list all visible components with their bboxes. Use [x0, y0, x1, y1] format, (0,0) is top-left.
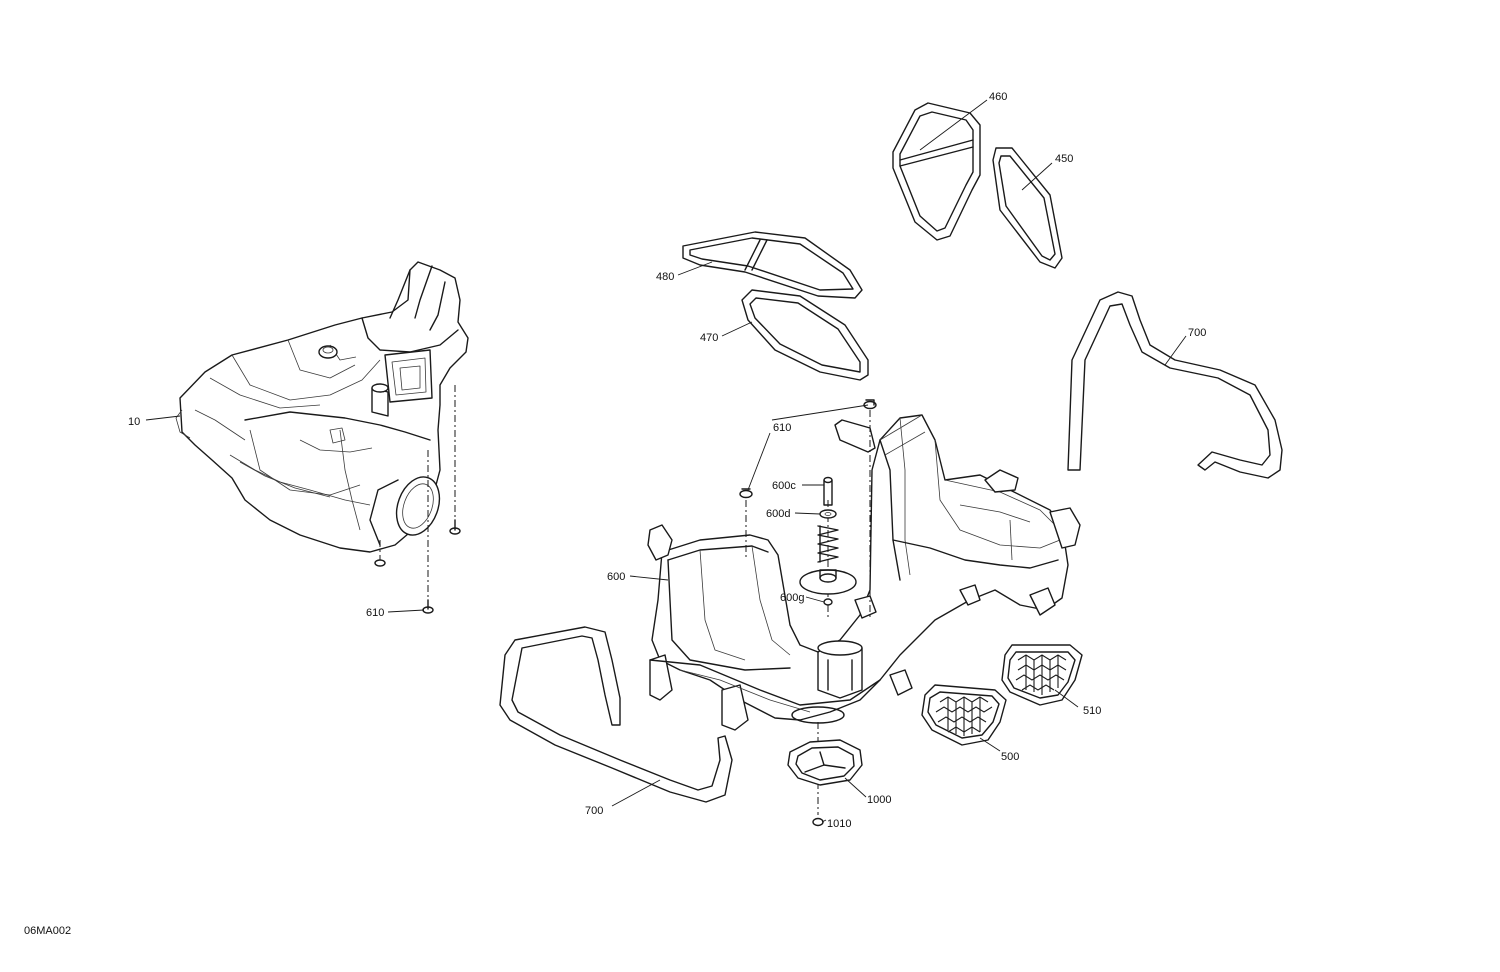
- part-460-frame: [892, 102, 981, 241]
- callout-610-left: 610: [366, 607, 384, 619]
- callout-510: 510: [1083, 705, 1101, 717]
- callout-600: 600: [607, 571, 625, 583]
- callout-1010: 1010: [827, 818, 851, 830]
- part-700-seal-right: [1067, 291, 1283, 479]
- callout-1000: 1000: [867, 794, 891, 806]
- leader-lines: [145, 99, 1187, 823]
- part-470-frame: [741, 289, 869, 381]
- part-700-seal-left: [499, 626, 733, 803]
- part-1000-cap: [787, 722, 863, 827]
- callout-labels: 10 460 450 480 470 700 610 600c 600d 600…: [128, 91, 1206, 830]
- part-600-housing: [647, 414, 1081, 731]
- part-510-grille: [1001, 644, 1083, 706]
- callout-470: 470: [700, 332, 718, 344]
- callout-700-left: 700: [585, 805, 603, 817]
- callout-600d: 600d: [766, 508, 790, 520]
- callout-460: 460: [989, 91, 1007, 103]
- callout-700-right: 700: [1188, 327, 1206, 339]
- part-450-frame: [992, 147, 1063, 269]
- part-480-frame: [682, 231, 863, 299]
- callout-600c: 600c: [772, 480, 796, 492]
- part-500-grille: [921, 684, 1007, 746]
- callout-600g: 600g: [780, 592, 804, 604]
- callout-610-top: 610: [773, 422, 791, 434]
- callout-480: 480: [656, 271, 674, 283]
- part-10-airbox: [175, 261, 469, 553]
- callout-10: 10: [128, 416, 140, 428]
- callout-450: 450: [1055, 153, 1073, 165]
- drawing-code: 06MA002: [24, 925, 71, 937]
- part-600-hardware: [739, 399, 877, 620]
- callout-500: 500: [1001, 751, 1019, 763]
